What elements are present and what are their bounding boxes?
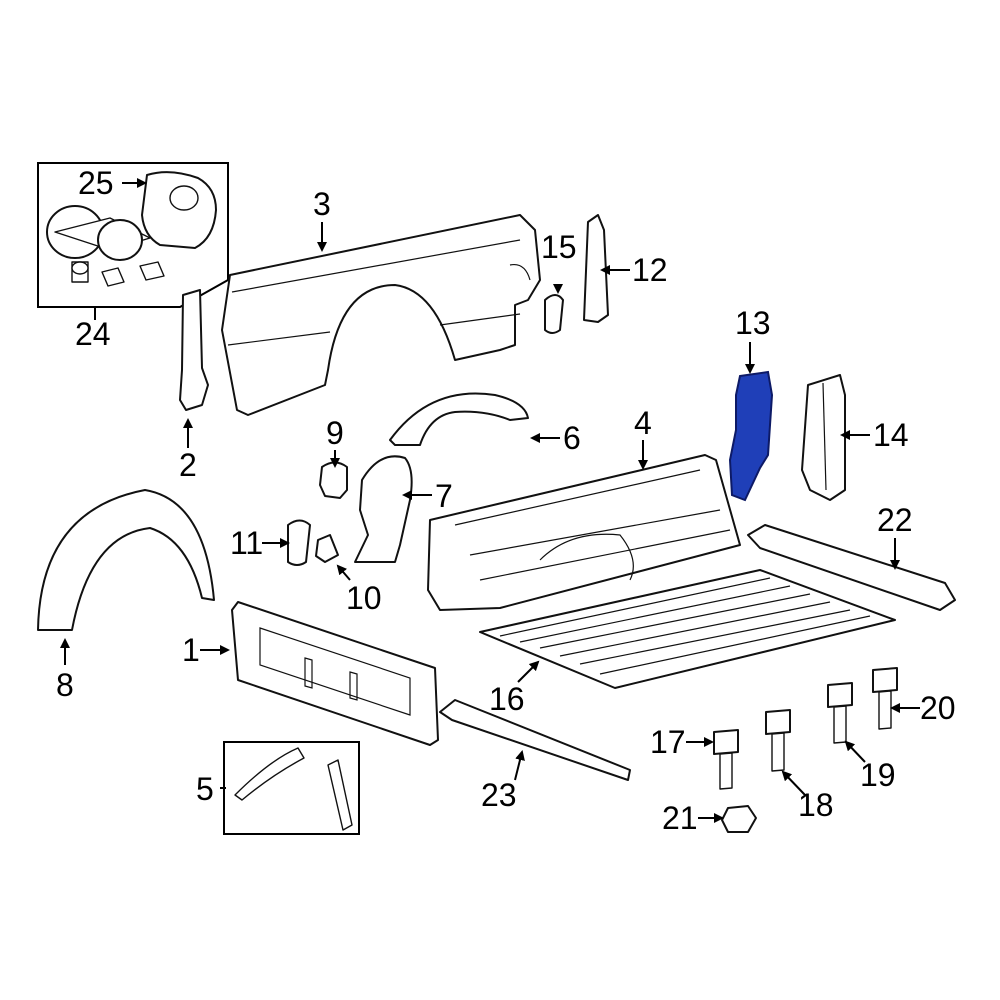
part-2-stake-pocket[interactable]: [179, 289, 209, 411]
callout-16: 16: [489, 681, 525, 717]
callout-3: 3: [313, 186, 331, 222]
part-6-wheelhouse-outer[interactable]: [389, 392, 529, 446]
part-10-clip[interactable]: [315, 534, 339, 563]
callout-22: 22: [877, 502, 913, 538]
part-20-bolt[interactable]: [872, 667, 898, 730]
part-17-bolt[interactable]: [713, 729, 739, 790]
callout-14: 14: [873, 417, 909, 453]
callout-6: 6: [563, 420, 581, 456]
part-12-pillar[interactable]: [583, 214, 609, 323]
callout-9: 9: [326, 415, 344, 451]
part-1-tailgate[interactable]: [231, 601, 439, 746]
callout-2: 2: [179, 447, 197, 483]
callout-8: 8: [56, 667, 74, 703]
part-22-side-rail[interactable]: [747, 524, 956, 611]
part-15-cap[interactable]: [544, 294, 564, 334]
fuel-door-inset-box: [37, 162, 229, 308]
callout-19: 19: [860, 757, 896, 793]
callout-25: 25: [78, 165, 114, 201]
callout-20: 20: [920, 690, 956, 726]
part-19-bolt[interactable]: [827, 682, 853, 744]
callout-23: 23: [481, 777, 517, 813]
part-14-stake[interactable]: [801, 374, 846, 501]
callout-12: 12: [632, 252, 668, 288]
part-8-fender-flare[interactable]: [37, 489, 215, 631]
callout-10: 10: [346, 580, 382, 616]
callout-5: 5: [196, 771, 214, 807]
callout-21: 21: [662, 800, 698, 836]
callout-11: 11: [230, 525, 263, 561]
part-11-cap[interactable]: [287, 519, 311, 566]
part-13-bracket-highlighted[interactable]: [728, 370, 774, 502]
part-21-nut[interactable]: [721, 805, 757, 833]
fuel-door-assembly[interactable]: [46, 171, 217, 287]
part-16-bed-floor[interactable]: [479, 569, 896, 689]
callout-7: 7: [435, 478, 453, 514]
callout-4: 4: [634, 405, 652, 441]
part-23-rear-rail[interactable]: [439, 699, 631, 781]
part-4-front-panel[interactable]: [427, 454, 741, 611]
callout-18: 18: [798, 787, 834, 823]
callout-15: 15: [541, 229, 577, 265]
part-5-weatherstrips[interactable]: [234, 747, 353, 831]
callout-24: 24: [75, 316, 111, 352]
leader-lines: [60, 178, 920, 823]
callout-13: 13: [735, 305, 771, 341]
part-7-wheelhouse-inner[interactable]: [354, 455, 413, 563]
callout-1: 1: [182, 632, 200, 668]
part-18-bolt[interactable]: [765, 709, 791, 772]
part-9-clip[interactable]: [319, 461, 348, 499]
callout-17: 17: [650, 724, 686, 760]
part-3-box-side[interactable]: [221, 214, 541, 416]
